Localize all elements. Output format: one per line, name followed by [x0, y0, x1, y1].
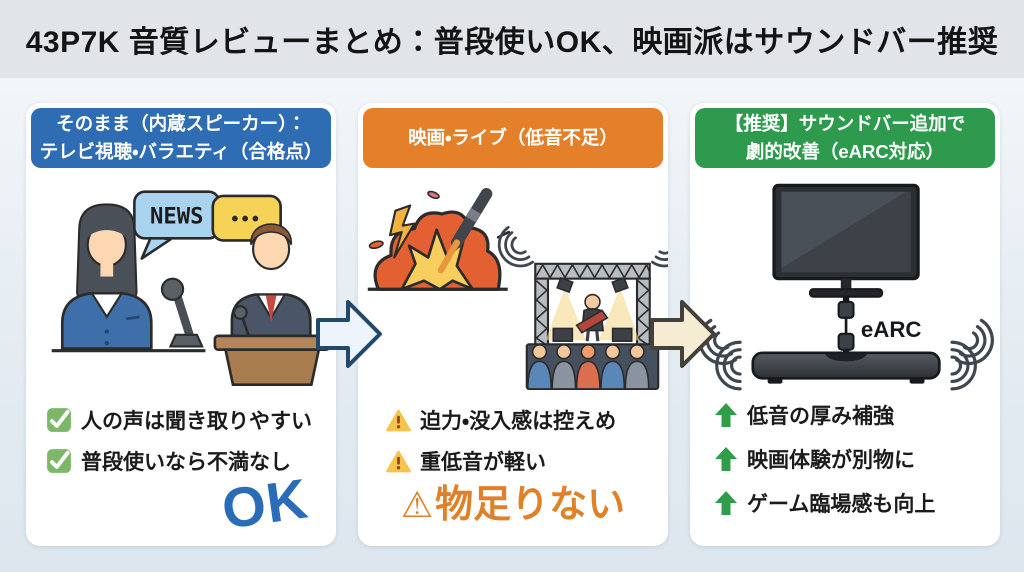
guitarist: [575, 293, 609, 342]
warning-triangle-icon: ⚠: [400, 484, 434, 525]
item-label: 普段使いなら不満なし: [81, 451, 291, 474]
panel-soundbar: 【推奨】サウンドバー追加で 劇的改善（eARC対応）: [690, 103, 1000, 546]
page-title: 43P7K 音質レビューまとめ：普段使いOK、映画派はサウンドバー推奨: [25, 26, 999, 59]
podium: [213, 305, 331, 386]
up-arrow-icon: [714, 402, 738, 428]
panel-builtin-header: そのまま（内蔵スピーカー）： テレビ視聴・バラエティ（合格点）: [31, 108, 331, 168]
news-bubble-label: NEWS: [150, 204, 204, 230]
benefits-list: 低音の厚み補強 映画体験が別物に ゲーム臨場感も向上: [714, 400, 992, 532]
cons-list: 迫力・没入感は控えめ 重低音が軽い: [386, 405, 660, 487]
news-anchors-illustration: NEWS •••: [26, 179, 336, 391]
item-label: 低音の厚み補強: [747, 405, 894, 428]
panel-soundbar-header: 【推奨】サウンドバー追加で 劇的改善（eARC対応）: [695, 108, 995, 168]
audience: [527, 344, 650, 390]
soundbar-icon: [751, 351, 941, 384]
item-label: 迫力・没入感は控えめ: [420, 410, 617, 433]
up-arrow-icon: [714, 490, 738, 516]
explosion-icon: [367, 188, 511, 291]
verdict-label: 物足りない: [435, 484, 626, 526]
list-item: 普段使いなら不満なし: [46, 446, 328, 476]
check-icon: [46, 448, 72, 474]
infographic-stage: そのまま（内蔵スピーカー）： テレビ視聴・バラエティ（合格点）: [0, 78, 1024, 572]
tv-icon: [772, 183, 920, 298]
male-presenter: [230, 223, 312, 340]
list-item: 人の声は聞き取りやすい: [46, 405, 328, 435]
verdict-ok: OK: [218, 466, 312, 541]
soundbar-waves-right: [950, 318, 994, 391]
item-label: 重低音が軽い: [420, 451, 546, 474]
header-line: そのまま（内蔵スピーカー）：: [56, 113, 306, 135]
sound-waves-right: [651, 225, 668, 268]
dots-bubble-label: •••: [231, 209, 262, 231]
panel-builtin-speaker: そのまま（内蔵スピーカー）： テレビ視聴・バラエティ（合格点）: [26, 103, 336, 546]
pros-list: 人の声は聞き取りやすい 普段使いなら不満なし: [46, 405, 328, 487]
flow-right-arrow-icon: [314, 296, 384, 372]
explosion-concert-illustration: [358, 179, 668, 391]
item-label: ゲーム臨場感も向上: [747, 493, 936, 516]
tv-soundbar-illustration: eARC: [690, 179, 1000, 391]
sound-waves-left: [497, 225, 534, 268]
warning-icon: [386, 409, 411, 432]
item-label: 人の声は聞き取りやすい: [81, 410, 312, 433]
header-line: 劇的改善（eARC対応）: [745, 141, 945, 162]
verdict-insufficient: ⚠物足りない: [358, 473, 668, 528]
title-bar: 43P7K 音質レビューまとめ：普段使いOK、映画派はサウンドバー推奨: [0, 0, 1024, 78]
list-item: 低音の厚み補強: [714, 400, 992, 430]
item-label: 映画体験が別物に: [747, 449, 915, 472]
panel-movies-header: 映画・ライブ（低音不足）: [363, 108, 663, 168]
list-item: 迫力・没入感は控えめ: [386, 405, 660, 435]
header-line: 映画・ライブ（低音不足）: [408, 127, 618, 149]
panel-movies-live: 映画・ライブ（低音不足）: [358, 103, 668, 546]
news-speech-bubble: NEWS: [133, 190, 221, 260]
list-item: 重低音が軽い: [386, 446, 660, 476]
earc-cable: eARC: [837, 296, 922, 355]
list-item: 映画体験が別物に: [714, 444, 992, 474]
desk-microphone-icon: [160, 277, 204, 348]
up-arrow-icon: [714, 446, 738, 472]
header-line: 【推奨】サウンドバー追加で: [724, 113, 966, 135]
female-anchor: [60, 203, 153, 350]
warning-icon: [386, 450, 411, 473]
earc-label: eARC: [861, 317, 922, 342]
concert-stage: [497, 225, 668, 390]
check-icon: [46, 407, 72, 433]
list-item: ゲーム臨場感も向上: [714, 488, 992, 518]
header-line: テレビ視聴・バラエティ（合格点）: [39, 141, 323, 162]
flow-right-arrow-icon: [648, 296, 718, 372]
